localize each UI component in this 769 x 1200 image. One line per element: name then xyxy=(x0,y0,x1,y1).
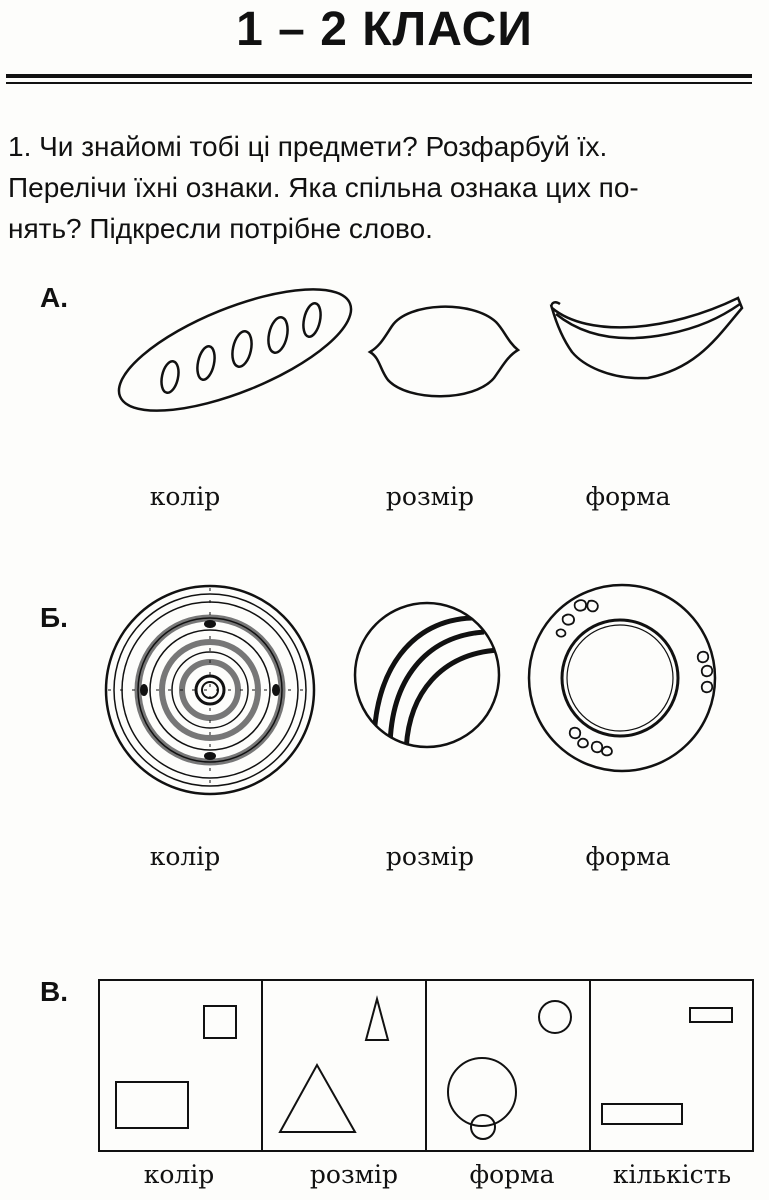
option-size-b[interactable]: розмір xyxy=(385,842,475,871)
leaf-icon xyxy=(561,613,575,626)
long-rectangle xyxy=(601,1103,683,1125)
option-color-v[interactable]: колір xyxy=(143,1160,215,1189)
short-rectangle xyxy=(689,1007,733,1023)
leaf-icon xyxy=(586,599,599,613)
target-picture[interactable] xyxy=(104,584,316,796)
task-line: Перелічи їхні ознаки. Яка спільна ознака… xyxy=(8,172,639,203)
shapes-panels xyxy=(115,979,733,1152)
section-v-label: В. xyxy=(40,976,68,1007)
bread-loaf-picture[interactable] xyxy=(110,285,360,415)
option-color-b[interactable]: колір xyxy=(149,842,221,871)
section-b-label: Б. xyxy=(40,602,68,633)
small-triangle xyxy=(364,995,390,1041)
leaf-icon xyxy=(700,664,714,678)
tiny-circle xyxy=(470,1114,496,1140)
option-size-a[interactable]: розмір xyxy=(385,482,475,511)
task-text: 1. Чи знайомі тобі ці предмети? Розфарбу… xyxy=(8,126,758,249)
lemon-picture[interactable] xyxy=(362,298,522,402)
leaf-icon xyxy=(573,599,587,612)
option-shape-b[interactable]: форма xyxy=(585,842,671,871)
small-square xyxy=(203,1005,237,1039)
task-line: 1. Чи знайомі тобі ці предмети? Розфарбу… xyxy=(8,131,608,162)
option-size-v[interactable]: розмір xyxy=(309,1160,399,1189)
page-title: 1 – 2 КЛАСИ xyxy=(236,3,533,56)
decorated-plate-picture[interactable] xyxy=(527,583,717,773)
option-shape-v[interactable]: форма xyxy=(469,1160,555,1189)
option-color-a[interactable]: колір xyxy=(149,482,221,511)
option-shape-a[interactable]: форма xyxy=(585,482,671,511)
large-rectangle xyxy=(115,1081,189,1129)
section-a-label: А. xyxy=(40,282,68,313)
leaf-icon xyxy=(568,726,582,740)
leaf-icon xyxy=(577,737,589,749)
header-rule-thin xyxy=(6,82,752,84)
striped-ball-picture[interactable] xyxy=(352,600,502,750)
leaf-icon xyxy=(696,650,710,664)
leaf-icon xyxy=(590,740,604,754)
banana-picture[interactable] xyxy=(548,292,748,382)
option-quantity-v[interactable]: кількість xyxy=(612,1160,732,1189)
leaf-icon xyxy=(555,628,567,638)
task-line: нять? Підкресли потрібне слово. xyxy=(8,213,433,244)
large-triangle xyxy=(278,1062,357,1133)
leaf-icon xyxy=(700,680,714,694)
header-rule xyxy=(6,74,752,78)
large-circle xyxy=(447,1057,517,1127)
leaf-icon xyxy=(601,745,613,757)
small-circle xyxy=(538,1000,572,1034)
